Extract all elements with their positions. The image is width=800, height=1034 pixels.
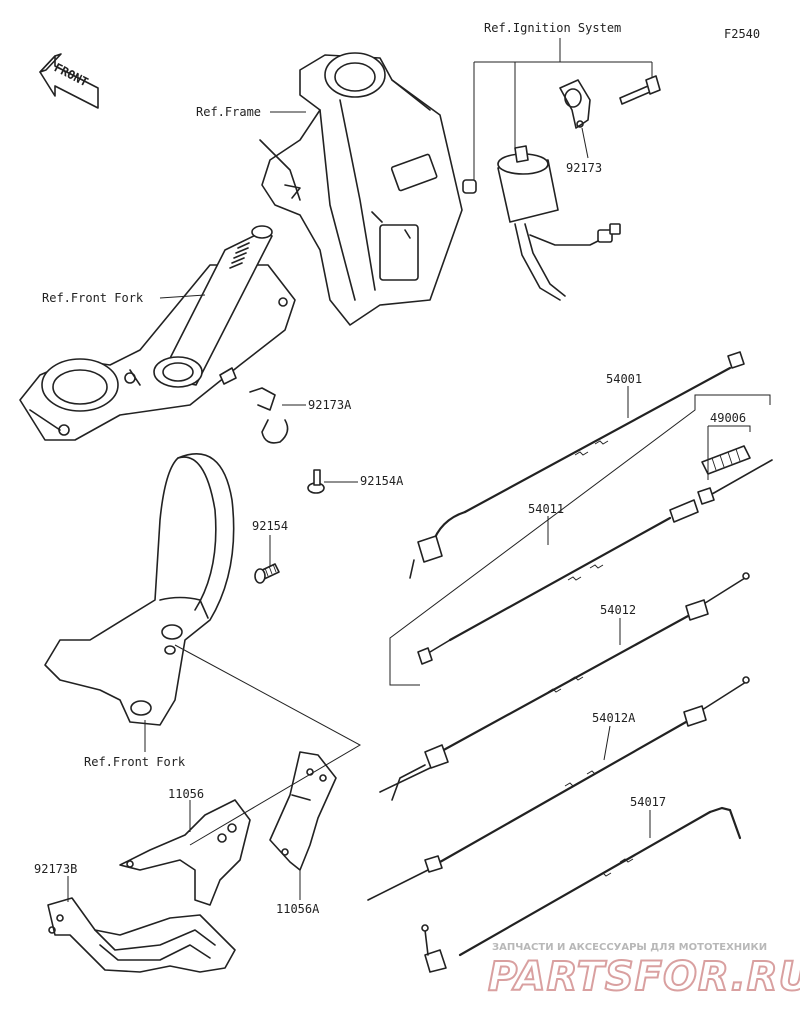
leader-lines [67,38,771,902]
part-label-92154: 92154 [252,519,288,533]
cable-54012a [367,676,750,901]
part-label-54011: 54011 [528,502,564,516]
part-label-11056a: 11056A [276,902,320,916]
part-label-11056: 11056 [168,787,204,801]
cable-54001 [409,351,745,579]
figure-code: F2540 [724,27,760,41]
bracket-11056 [119,799,251,906]
bolt-92154 [254,563,280,584]
cable-54017 [421,806,742,973]
ref-front-fork-lower-label: Ref.Front Fork [84,755,186,769]
watermark-logo: PARTSFOR.RU [488,954,800,1000]
ignition-coil [462,145,621,301]
cable-54011 [417,459,773,665]
part-label-54012a: 54012A [592,711,636,725]
ref-ignition-system-label: Ref.Ignition System [484,21,621,35]
frame-steering-head [259,52,463,326]
part-label-54012: 54012 [600,603,636,617]
part-label-92154a: 92154A [360,474,404,488]
clamp-92173b [47,897,236,973]
adjuster-49006 [701,445,751,475]
clamp-92173 [559,79,591,129]
front-arrow-icon: FRONT [39,53,99,109]
part-label-54017: 54017 [630,795,666,809]
bolt-ignition [619,75,661,105]
watermark-tagline: ЗАПЧАСТИ И АКСЕССУАРЫ ДЛЯ МОТОТЕХНИКИ [492,942,767,953]
front-fork-upper-assembly [19,225,296,441]
part-label-92173: 92173 [566,161,602,175]
part-label-92173b: 92173B [34,862,77,876]
front-fender [44,453,235,726]
cable-54012 [379,572,750,801]
bracket-11056a [269,751,337,871]
bolt-92154a [307,469,325,494]
ref-front-fork-upper-label: Ref.Front Fork [42,291,144,305]
part-label-92173a: 92173A [308,398,352,412]
ref-frame-label: Ref.Frame [196,105,261,119]
part-label-49006: 49006 [710,411,746,425]
clamp-92173a [249,387,289,444]
part-label-54001: 54001 [606,372,642,386]
